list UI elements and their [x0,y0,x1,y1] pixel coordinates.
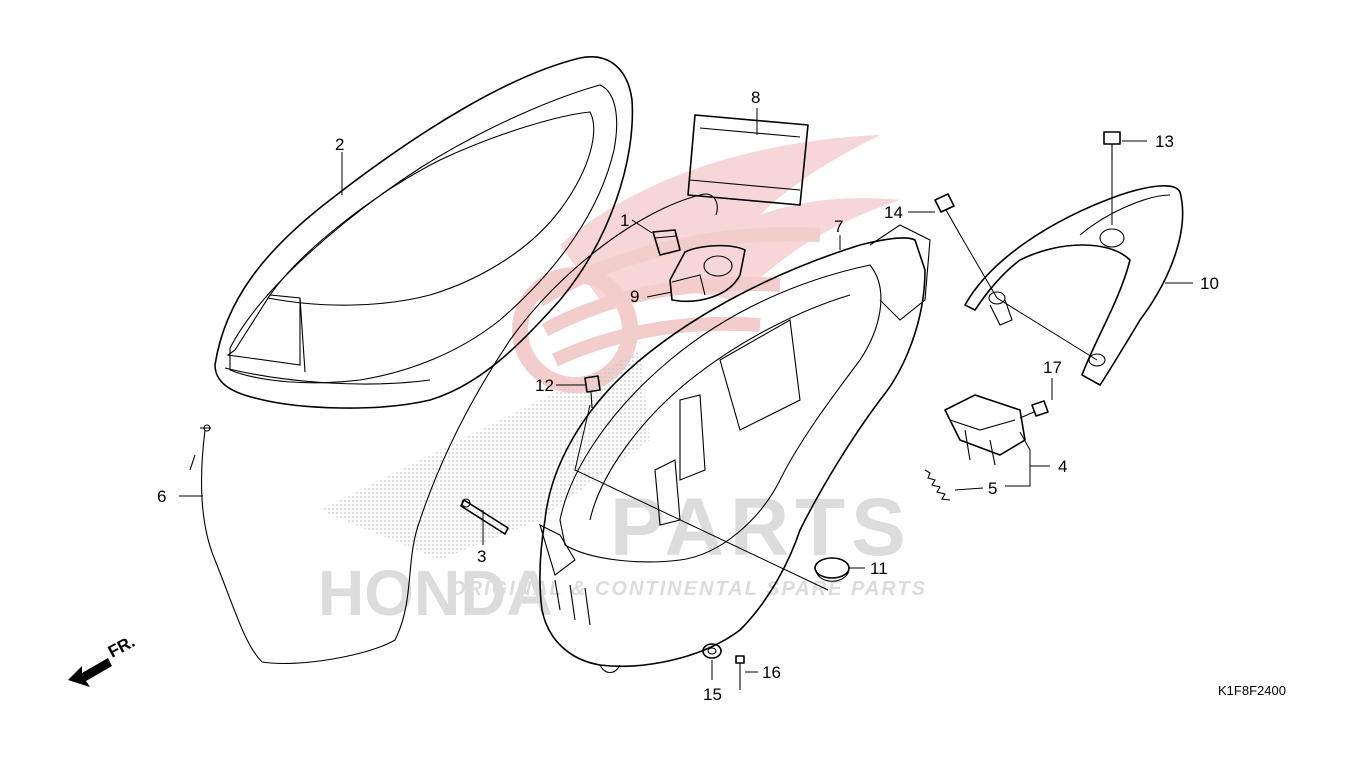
part-latch[interactable] [944,394,1026,466]
watermark-tagline: ORIGINAL & CONTINENTAL SPARE PARTS [450,578,927,600]
callout-1: 1 [620,211,629,230]
part-spring[interactable] [924,469,951,501]
part-sheet[interactable] [687,114,809,206]
callout-9: 9 [630,287,639,306]
part-washer[interactable] [702,643,722,659]
part-cover[interactable] [669,244,746,303]
direction-label: FR. [105,632,138,662]
part-clip[interactable] [652,229,681,256]
part-luggage-box[interactable] [539,224,931,674]
watermark-brand: HONDA [318,557,553,629]
callout-15: 15 [703,685,722,704]
callout-17: 17 [1043,358,1062,377]
callout-4: 4 [1058,457,1067,476]
callout-2: 2 [335,135,344,154]
front-direction-arrow: FR. [68,632,138,687]
callout-10: 10 [1200,274,1219,293]
callout-11: 11 [870,559,888,578]
watermark: HONDA PARTS ORIGINAL & CONTINENTAL SPARE… [318,135,927,629]
callout-3: 3 [477,547,486,566]
callout-5: 5 [988,479,997,498]
callouts: 2 1 9 8 7 12 6 3 13 14 10 17 4 5 11 15 1… [157,88,1219,704]
part-screw-16[interactable] [735,655,745,690]
part-bolt-17[interactable] [1019,400,1049,419]
part-bolt-13[interactable] [1103,131,1121,160]
callout-12: 12 [535,376,554,395]
part-pin[interactable] [460,498,509,535]
part-bolt-14[interactable] [934,193,963,239]
diagram-code: K1F8F2400 [1218,683,1286,698]
callout-6: 6 [157,487,166,506]
callout-16: 16 [762,663,781,682]
leader-lines [179,108,1193,680]
watermark-honda-wing [320,350,650,560]
callout-14: 14 [884,203,903,222]
part-cable[interactable] [189,193,718,665]
callout-7: 7 [834,217,843,236]
part-seat[interactable] [214,56,634,409]
callout-8: 8 [751,88,760,107]
callout-13: 13 [1155,132,1174,151]
part-grab-rail[interactable] [964,185,1184,386]
watermark-word: PARTS [610,482,912,573]
part-bolt-12[interactable] [584,375,601,409]
